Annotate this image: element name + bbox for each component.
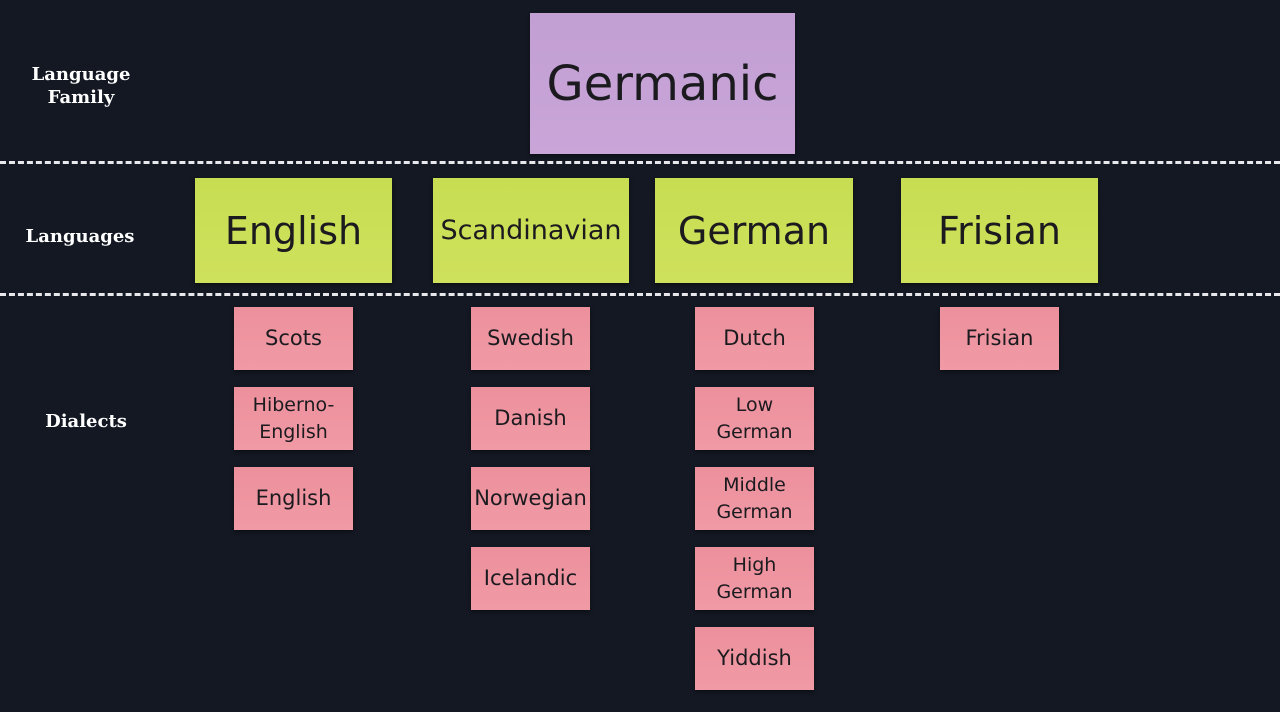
sticky-note-dialect-frisian[interactable]: Frisian	[940, 307, 1059, 370]
note-label: Frisian	[938, 208, 1061, 253]
note-label: Middle German	[716, 473, 793, 523]
note-label: English	[224, 208, 363, 253]
sticky-note-dialect-hiberno-english[interactable]: Hiberno- English	[234, 387, 353, 450]
note-label: Swedish	[487, 326, 574, 350]
row-label-language-family: Language Family	[31, 64, 131, 108]
note-label: Scots	[265, 326, 322, 350]
sticky-note-language-english[interactable]: English	[195, 178, 392, 283]
note-label: German	[677, 208, 831, 253]
sticky-note-dialect-dutch[interactable]: Dutch	[695, 307, 814, 370]
note-label: Norwegian	[474, 486, 587, 510]
sticky-note-dialect-middle-german[interactable]: Middle German	[695, 467, 814, 530]
note-label: Frisian	[965, 326, 1034, 350]
sticky-note-language-scandinavian[interactable]: Scandinavian	[433, 178, 629, 283]
note-label: Danish	[494, 406, 567, 430]
note-label: Scandinavian	[440, 215, 622, 246]
note-label: High German	[716, 553, 793, 603]
sticky-note-family-germanic[interactable]: Germanic	[530, 13, 795, 154]
sticky-note-dialect-yiddish[interactable]: Yiddish	[695, 627, 814, 690]
row-label-languages: Languages	[25, 226, 135, 247]
note-label: Yiddish	[717, 646, 792, 670]
sticky-note-dialect-high-german[interactable]: High German	[695, 547, 814, 610]
sticky-note-dialect-swedish[interactable]: Swedish	[471, 307, 590, 370]
note-label: Icelandic	[483, 566, 578, 590]
sticky-note-dialect-danish[interactable]: Danish	[471, 387, 590, 450]
note-label: Hiberno- English	[252, 393, 335, 443]
note-label: Dutch	[723, 326, 786, 350]
note-label: Germanic	[546, 55, 779, 112]
divider-languages-dialects	[0, 293, 1280, 296]
sticky-note-language-frisian[interactable]: Frisian	[901, 178, 1098, 283]
divider-family-languages	[0, 161, 1280, 164]
row-label-dialects: Dialects	[45, 411, 127, 432]
sticky-note-language-german[interactable]: German	[655, 178, 853, 283]
sticky-note-dialect-english[interactable]: English	[234, 467, 353, 530]
note-label: Low German	[716, 393, 793, 443]
sticky-note-dialect-scots[interactable]: Scots	[234, 307, 353, 370]
sticky-note-dialect-low-german[interactable]: Low German	[695, 387, 814, 450]
sticky-note-dialect-icelandic[interactable]: Icelandic	[471, 547, 590, 610]
sticky-note-dialect-norwegian[interactable]: Norwegian	[471, 467, 590, 530]
note-label: English	[255, 486, 332, 510]
